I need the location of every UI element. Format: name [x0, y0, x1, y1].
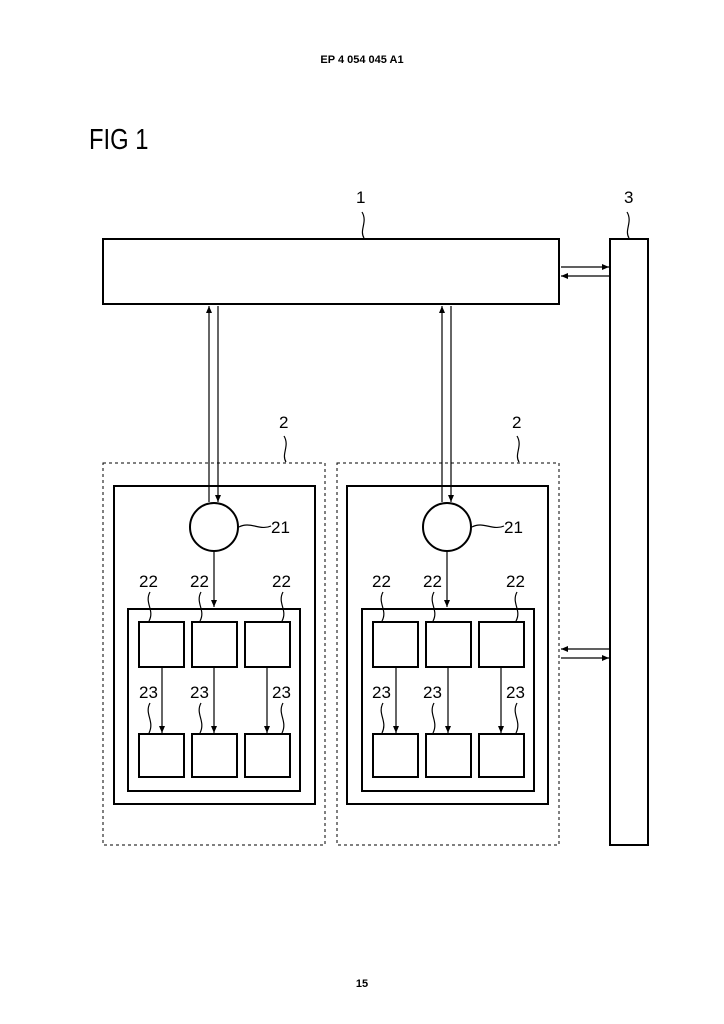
circle-right-label: 21: [504, 518, 523, 537]
leader-22-l1: [148, 592, 151, 621]
leader-22-r1: [381, 592, 384, 621]
box-23-l1: [139, 734, 184, 777]
label-22-r3: 22: [506, 572, 525, 591]
leader-22-l2: [199, 592, 202, 621]
module-right-leader: [517, 436, 519, 462]
leader-22-l3: [281, 592, 284, 621]
box-22-l2: [192, 622, 237, 667]
module-left-leader: [284, 436, 286, 462]
label-23-r3: 23: [506, 683, 525, 702]
leader-23-l1: [148, 703, 151, 733]
box-22-l1: [139, 622, 184, 667]
circle-left-leader: [239, 525, 271, 527]
label-22-l3: 22: [272, 572, 291, 591]
label-22-l1: 22: [139, 572, 158, 591]
box-22-r2: [426, 622, 471, 667]
top-block-leader: [362, 212, 364, 238]
box-22-r3: [479, 622, 524, 667]
box-23-l3: [245, 734, 290, 777]
leader-23-r2: [432, 703, 435, 733]
module-left: 2 21 22 22 22 23 23 23: [103, 306, 325, 845]
controller-circle-right: [423, 503, 471, 551]
label-23-l3: 23: [272, 683, 291, 702]
top-block: [103, 239, 559, 304]
page-number: 15: [0, 978, 724, 990]
label-22-r1: 22: [372, 572, 391, 591]
label-23-l2: 23: [190, 683, 209, 702]
label-23-r2: 23: [423, 683, 442, 702]
box-23-r3: [479, 734, 524, 777]
box-23-l2: [192, 734, 237, 777]
side-bus-leader: [627, 212, 629, 238]
controller-circle-left: [190, 503, 238, 551]
module-right-label: 2: [512, 413, 521, 432]
label-22-r2: 22: [423, 572, 442, 591]
leader-23-r1: [381, 703, 384, 733]
box-23-r2: [426, 734, 471, 777]
leader-23-l2: [199, 703, 202, 733]
leader-23-l3: [281, 703, 284, 733]
leader-22-r2: [432, 592, 435, 621]
circle-right-leader: [472, 525, 504, 527]
leader-23-r3: [515, 703, 518, 733]
side-bus: [610, 239, 648, 845]
top-block-label: 1: [356, 188, 365, 207]
box-22-r1: [373, 622, 418, 667]
label-23-r1: 23: [372, 683, 391, 702]
module-left-label: 2: [279, 413, 288, 432]
module-right: 2 21 22 22 22 23 23 23: [337, 306, 559, 845]
circle-left-label: 21: [271, 518, 290, 537]
label-23-l1: 23: [139, 683, 158, 702]
leader-22-r3: [515, 592, 518, 621]
side-bus-label: 3: [624, 188, 633, 207]
box-23-r1: [373, 734, 418, 777]
box-22-l3: [245, 622, 290, 667]
label-22-l2: 22: [190, 572, 209, 591]
